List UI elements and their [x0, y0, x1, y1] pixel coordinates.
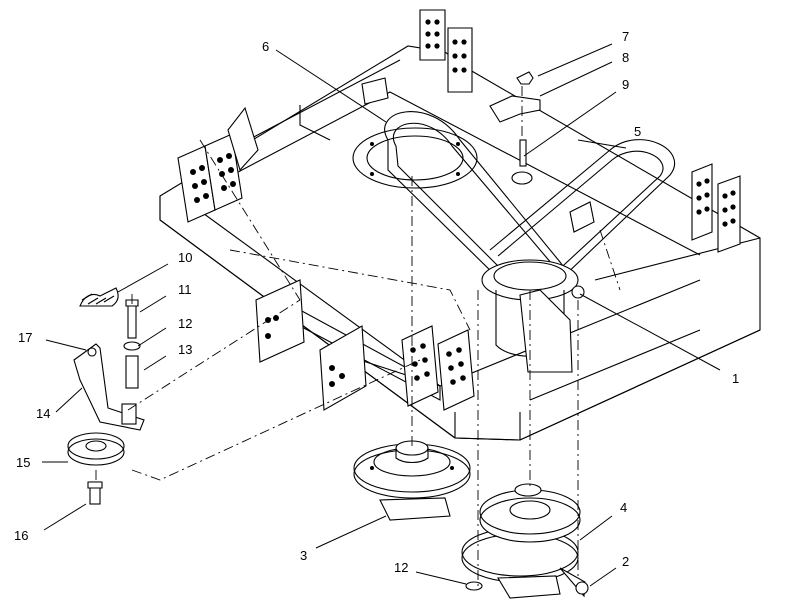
bracket-top-center: [361, 9, 473, 105]
bracket-right-rear: [569, 163, 741, 253]
callout-11: 11: [178, 282, 192, 297]
callout-3: 3: [300, 548, 307, 563]
callout-17: 17: [18, 330, 32, 345]
leader-lines: [42, 43, 721, 587]
callout-12-upper: 12: [178, 316, 192, 331]
alignment-lines: [95, 86, 621, 586]
idler-arm-assembly: [67, 287, 145, 505]
callout-2: 2: [622, 554, 629, 569]
spindle-assembly-right: [461, 483, 589, 599]
callout-12-lower: 12: [394, 560, 408, 575]
callout-6: 6: [262, 39, 269, 54]
callout-14: 14: [36, 406, 50, 421]
callout-1: 1: [732, 371, 739, 386]
callout-9: 9: [622, 77, 629, 92]
callout-labels: 1 2 3 4 5 6 7 8 9 10 11 12 12 13 14 15 1…: [14, 29, 739, 575]
bracket-left-rear: [177, 106, 259, 223]
spindle-assembly-left: [353, 440, 471, 521]
callout-10: 10: [178, 250, 192, 265]
callout-4: 4: [620, 500, 627, 515]
callout-13: 13: [178, 342, 192, 357]
center-spindle: [481, 259, 585, 373]
callout-15: 15: [16, 455, 30, 470]
callout-5: 5: [634, 124, 641, 139]
belt-cover-ring: [352, 127, 478, 189]
callout-16: 16: [14, 528, 28, 543]
hardware-top-right: [489, 71, 541, 185]
callout-7: 7: [622, 29, 629, 44]
callout-8: 8: [622, 50, 629, 65]
bracket-front-left: [255, 279, 367, 411]
